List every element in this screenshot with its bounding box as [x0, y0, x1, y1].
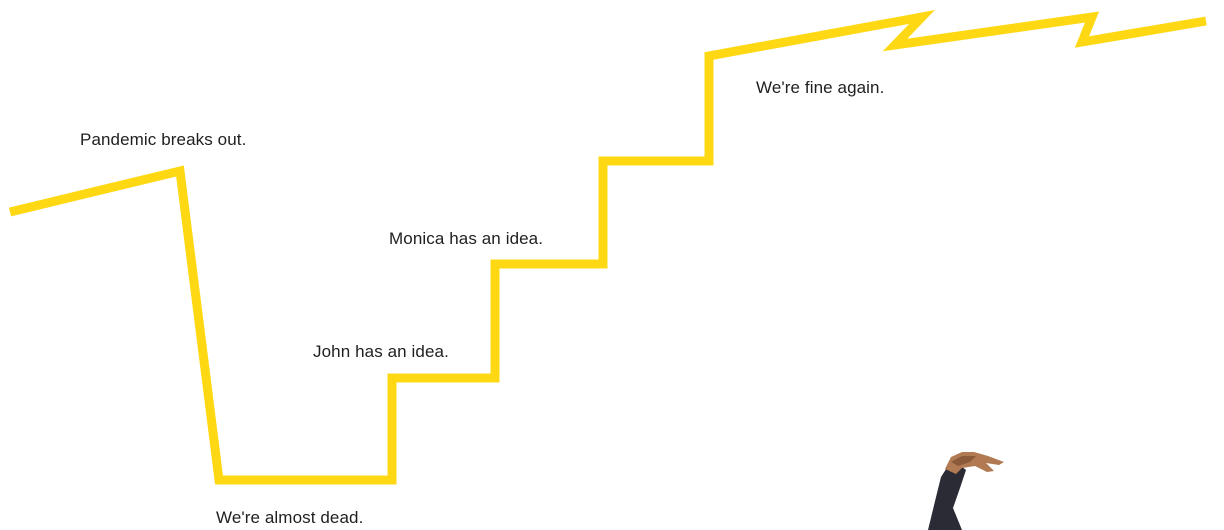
raised-arm-figure — [928, 452, 1004, 530]
journey-path — [10, 17, 1206, 480]
arm-sleeve — [928, 463, 966, 530]
label-monica-idea: Monica has an idea. — [389, 229, 543, 249]
label-pandemic-breaks-out: Pandemic breaks out. — [80, 130, 246, 150]
label-john-idea: John has an idea. — [313, 342, 449, 362]
label-fine-again: We're fine again. — [756, 78, 884, 98]
label-almost-dead: We're almost dead. — [216, 508, 363, 528]
